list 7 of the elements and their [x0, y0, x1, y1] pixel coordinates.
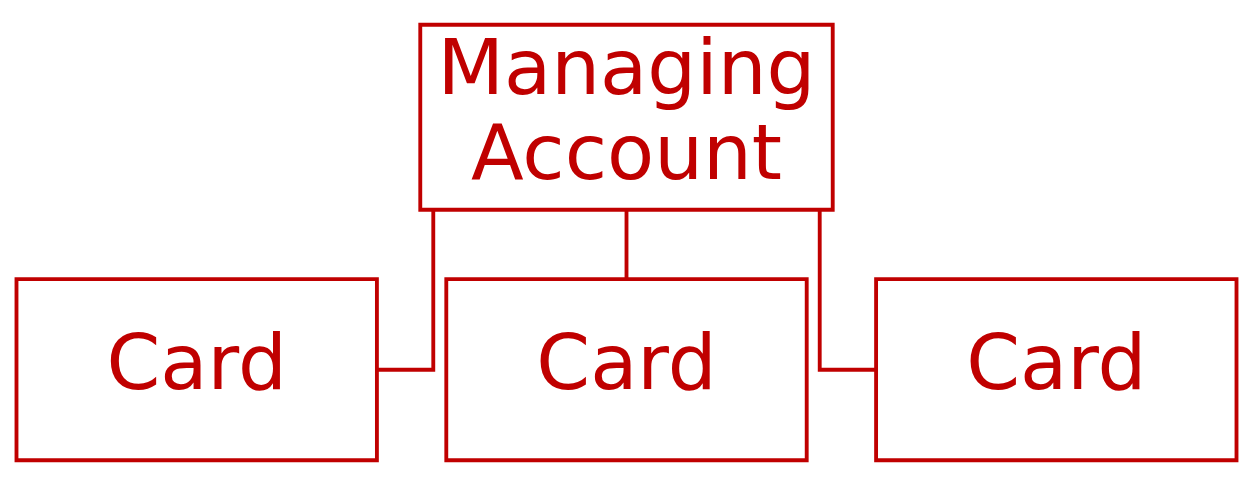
- node-box: Managing Account: [418, 22, 835, 212]
- connector: [624, 209, 629, 279]
- connector: [377, 209, 436, 372]
- node-box: Card: [14, 277, 379, 463]
- node-box: Card: [444, 277, 809, 463]
- node-box: Card: [874, 277, 1239, 463]
- connector: [817, 209, 876, 372]
